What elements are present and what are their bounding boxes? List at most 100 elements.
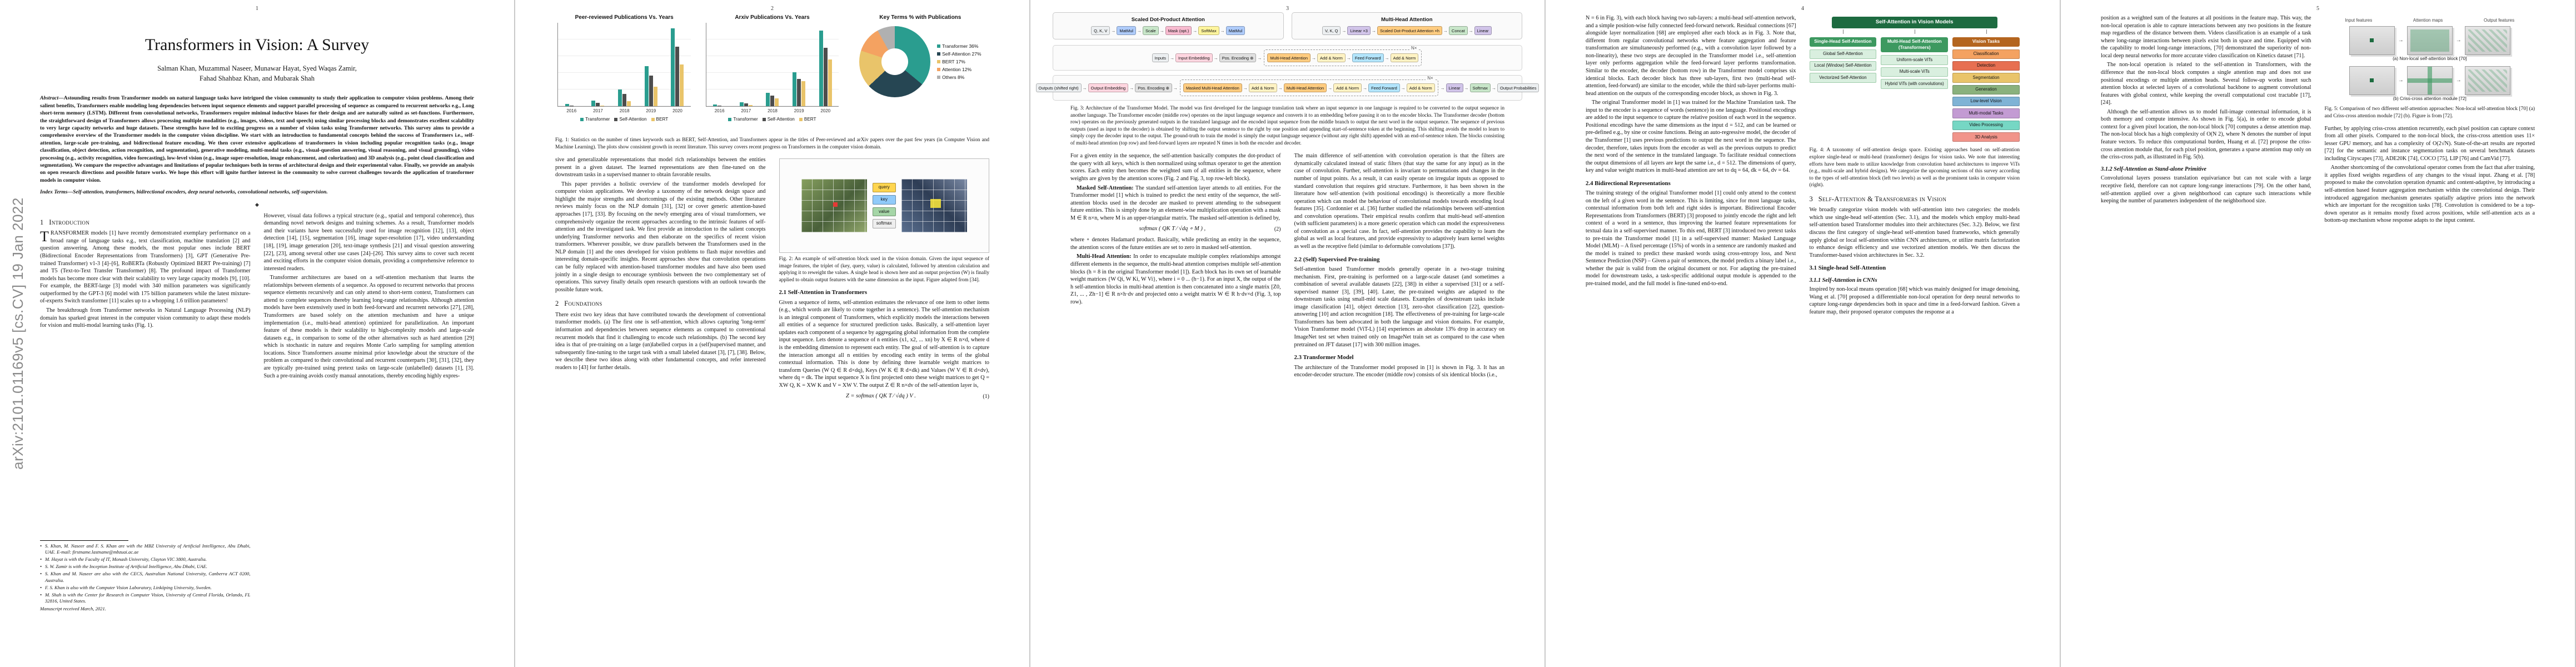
figure-1-caption: Fig. 1: Statistics on the number of time…	[555, 137, 989, 150]
bar-group: 2018	[766, 23, 779, 113]
bar	[649, 76, 653, 106]
body-paragraph: Convolutional layers possess translation…	[2101, 175, 2311, 205]
list-item: Multi-scale ViTs	[1881, 67, 1949, 77]
body-paragraph: N = 6 in Fig. 3), with each block having…	[1586, 15, 1796, 97]
figure-5-caption: Fig. 5: Comparison of two different self…	[2324, 106, 2535, 119]
figure-1: Peer-reviewed Publications Vs. Years 201…	[555, 14, 989, 132]
donut-legend: Transformer 36%Self-Attention 27%BERT 17…	[937, 43, 981, 80]
diagram-block: Add & Norm	[1333, 83, 1362, 92]
subsubsection-heading-standalone: 3.1.2 Self-Attention as Stand-alone Prim…	[2101, 166, 2206, 172]
list-item: Attention maps	[2413, 18, 2443, 23]
non-local-attention-row: → →	[2325, 26, 2535, 55]
page-number: 3	[1286, 6, 1289, 12]
legend-item: Attention 12%	[937, 67, 981, 72]
body-paragraph: The non-local operation is related to th…	[2101, 62, 2311, 106]
bar	[766, 92, 770, 106]
two-column-body: position as a weighted sum of the featur…	[2061, 14, 2575, 646]
legend-item: Self-Attention 27%	[937, 51, 981, 57]
page-5: 5 position as a weighted sum of the feat…	[2061, 0, 2575, 667]
list-item: Classification	[1952, 49, 2020, 59]
legend-swatch	[937, 44, 941, 48]
list-item: Video Processing	[1952, 120, 2020, 131]
bar-group: 2018	[618, 23, 631, 113]
query-chip: query	[872, 183, 896, 192]
section-divider-ornament: ◆	[255, 201, 259, 207]
body-paragraph: The original Transformer model in [1] wa…	[1586, 99, 1796, 174]
column-left: N = 6 in Fig. 3), with each block having…	[1586, 14, 1796, 646]
legend-item: BERT	[651, 117, 668, 122]
equation-body: Z = softmax ( QK T ⁄ √dq ) V .	[845, 393, 916, 400]
bar	[627, 101, 631, 106]
legend-item: Transformer	[728, 117, 758, 122]
output-feature-box	[2464, 26, 2510, 55]
subsection-heading-bidirectional: 2.4 Bidirectional Representations	[1586, 180, 1671, 187]
diagram-block: Output Embedding	[1088, 83, 1129, 92]
row-label: (a) Non-local self-attention block [70]	[2393, 56, 2467, 61]
two-column-body: sive and generalizable representations t…	[515, 156, 1029, 626]
x-tick-label: 2020	[672, 108, 682, 113]
body-paragraph: The main difference of self-attention wi…	[1294, 153, 1505, 250]
body-paragraph: Although the self-attention allows us to…	[2101, 108, 2311, 161]
bar-group: 2020	[819, 23, 832, 113]
bar-group: 2019	[793, 23, 806, 113]
legend-swatch	[580, 117, 584, 121]
diagram-block: Feed Forward	[1368, 83, 1400, 92]
subsection-heading-pretraining: 2.2 (Self) Supervised Pre-training	[1294, 256, 1380, 263]
page-number: 5	[2316, 6, 2319, 12]
bar	[675, 46, 680, 106]
bar	[823, 47, 828, 106]
bar	[671, 28, 675, 106]
encoder-pipeline: Inputs→Input Embedding→Pos. Encoding ⊕ →…	[1053, 45, 1522, 71]
arrow-icon: →	[1220, 28, 1225, 33]
arrow-icon: →	[2398, 37, 2404, 43]
arrow-icon: →	[1468, 28, 1473, 33]
diagram-block: Scaled Dot-Product Attention ×h	[1377, 26, 1442, 35]
arrow-icon: →	[1278, 85, 1283, 91]
body-paragraph: sive and generalizable representations t…	[555, 157, 766, 178]
arrow-icon: →	[1401, 85, 1406, 91]
list-item: S. Khan and M. Naseer are also with the …	[40, 571, 251, 583]
taxonomy-branch-single-head: Single-Head Self-Attention Global Self-A…	[1809, 29, 1877, 85]
bar	[801, 81, 806, 106]
arrow-icon: →	[1492, 85, 1497, 91]
bar-group: 2017	[739, 23, 753, 113]
arrow-icon: →	[1159, 28, 1164, 33]
bar	[596, 102, 600, 106]
diagram-block: Add & Norm	[1390, 53, 1419, 62]
manuscript-note: Manuscript received March, 2021.	[40, 606, 106, 612]
bar	[739, 102, 744, 106]
diagram-block: Linear	[1474, 26, 1492, 35]
diagram-block: Pos. Encoding ⊕	[1135, 83, 1172, 92]
run-in-heading: Multi-Head Attention:	[1077, 253, 1132, 260]
body-paragraph: Further, by applying criss-cross attenti…	[2324, 125, 2535, 162]
page-3: 3 Scaled Dot-Product Attention Q, K, V→M…	[1030, 0, 1544, 667]
body-paragraph: Self-attention based Transformer models …	[1294, 266, 1505, 348]
bar	[713, 104, 718, 106]
bar	[828, 59, 832, 106]
authors-line-2: Fahad Shahbaz Khan, and Mubarak Shah	[200, 74, 315, 83]
legend-swatch	[651, 117, 655, 121]
diagram-block: MatMul	[1117, 26, 1136, 35]
body-paragraph: The architecture of the Transformer mode…	[1294, 364, 1505, 379]
legend-swatch	[937, 76, 941, 79]
subsubsection-heading-cnns: 3.1.1 Self-Attention in CNNs	[1809, 277, 1877, 283]
index-terms: Index Terms—Self-attention, transformers…	[40, 188, 474, 196]
arrow-icon: →	[1464, 85, 1469, 91]
legend-swatch	[762, 117, 766, 121]
bar-group: 2020	[671, 23, 684, 113]
body-paragraph: Given a sequence of items, self-attentio…	[779, 299, 990, 389]
arrow-icon: →	[2455, 77, 2462, 83]
bar	[622, 93, 627, 106]
column-left: For a given entity in the sequence, the …	[1070, 152, 1281, 565]
list-item: Vectorized Self-Attention	[1809, 73, 1877, 83]
bar	[653, 87, 657, 106]
list-item: Generation	[1952, 84, 2020, 94]
body-paragraph: Multi-Head Attention: In order to encaps…	[1070, 253, 1281, 305]
attention-map-thumbnail	[901, 179, 967, 233]
criss-cross-attention-row: → →	[2325, 66, 2535, 95]
